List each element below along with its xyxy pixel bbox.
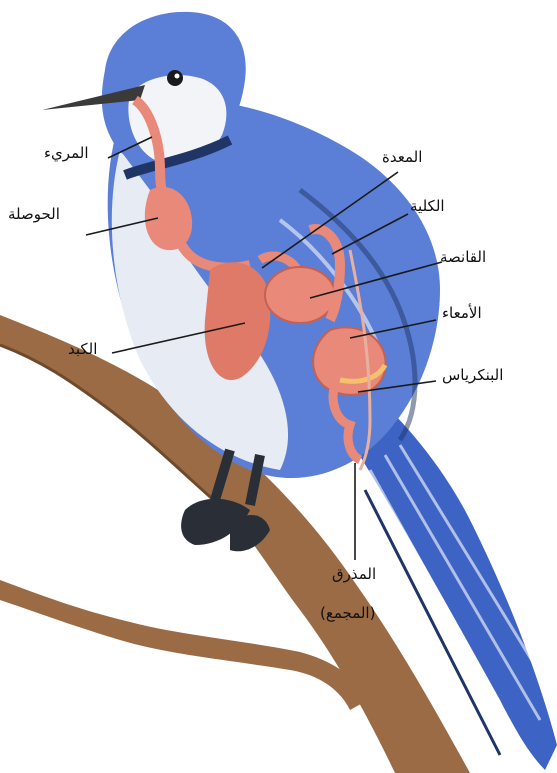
label-cloaca-alt: (المجمع) xyxy=(320,604,375,622)
label-cloaca: المذرق xyxy=(332,565,376,583)
label-gizzard: القانصة xyxy=(440,248,486,266)
label-stomach: المعدة xyxy=(382,148,422,166)
label-intestines: الأمعاء xyxy=(442,304,482,322)
label-liver: الكبد xyxy=(68,340,97,358)
label-kidney: الكلية xyxy=(410,197,445,215)
label-esophagus: المريء xyxy=(44,144,88,162)
label-crop: الحوصلة xyxy=(8,205,60,223)
label-pancreas: البنكرياس xyxy=(442,366,503,384)
